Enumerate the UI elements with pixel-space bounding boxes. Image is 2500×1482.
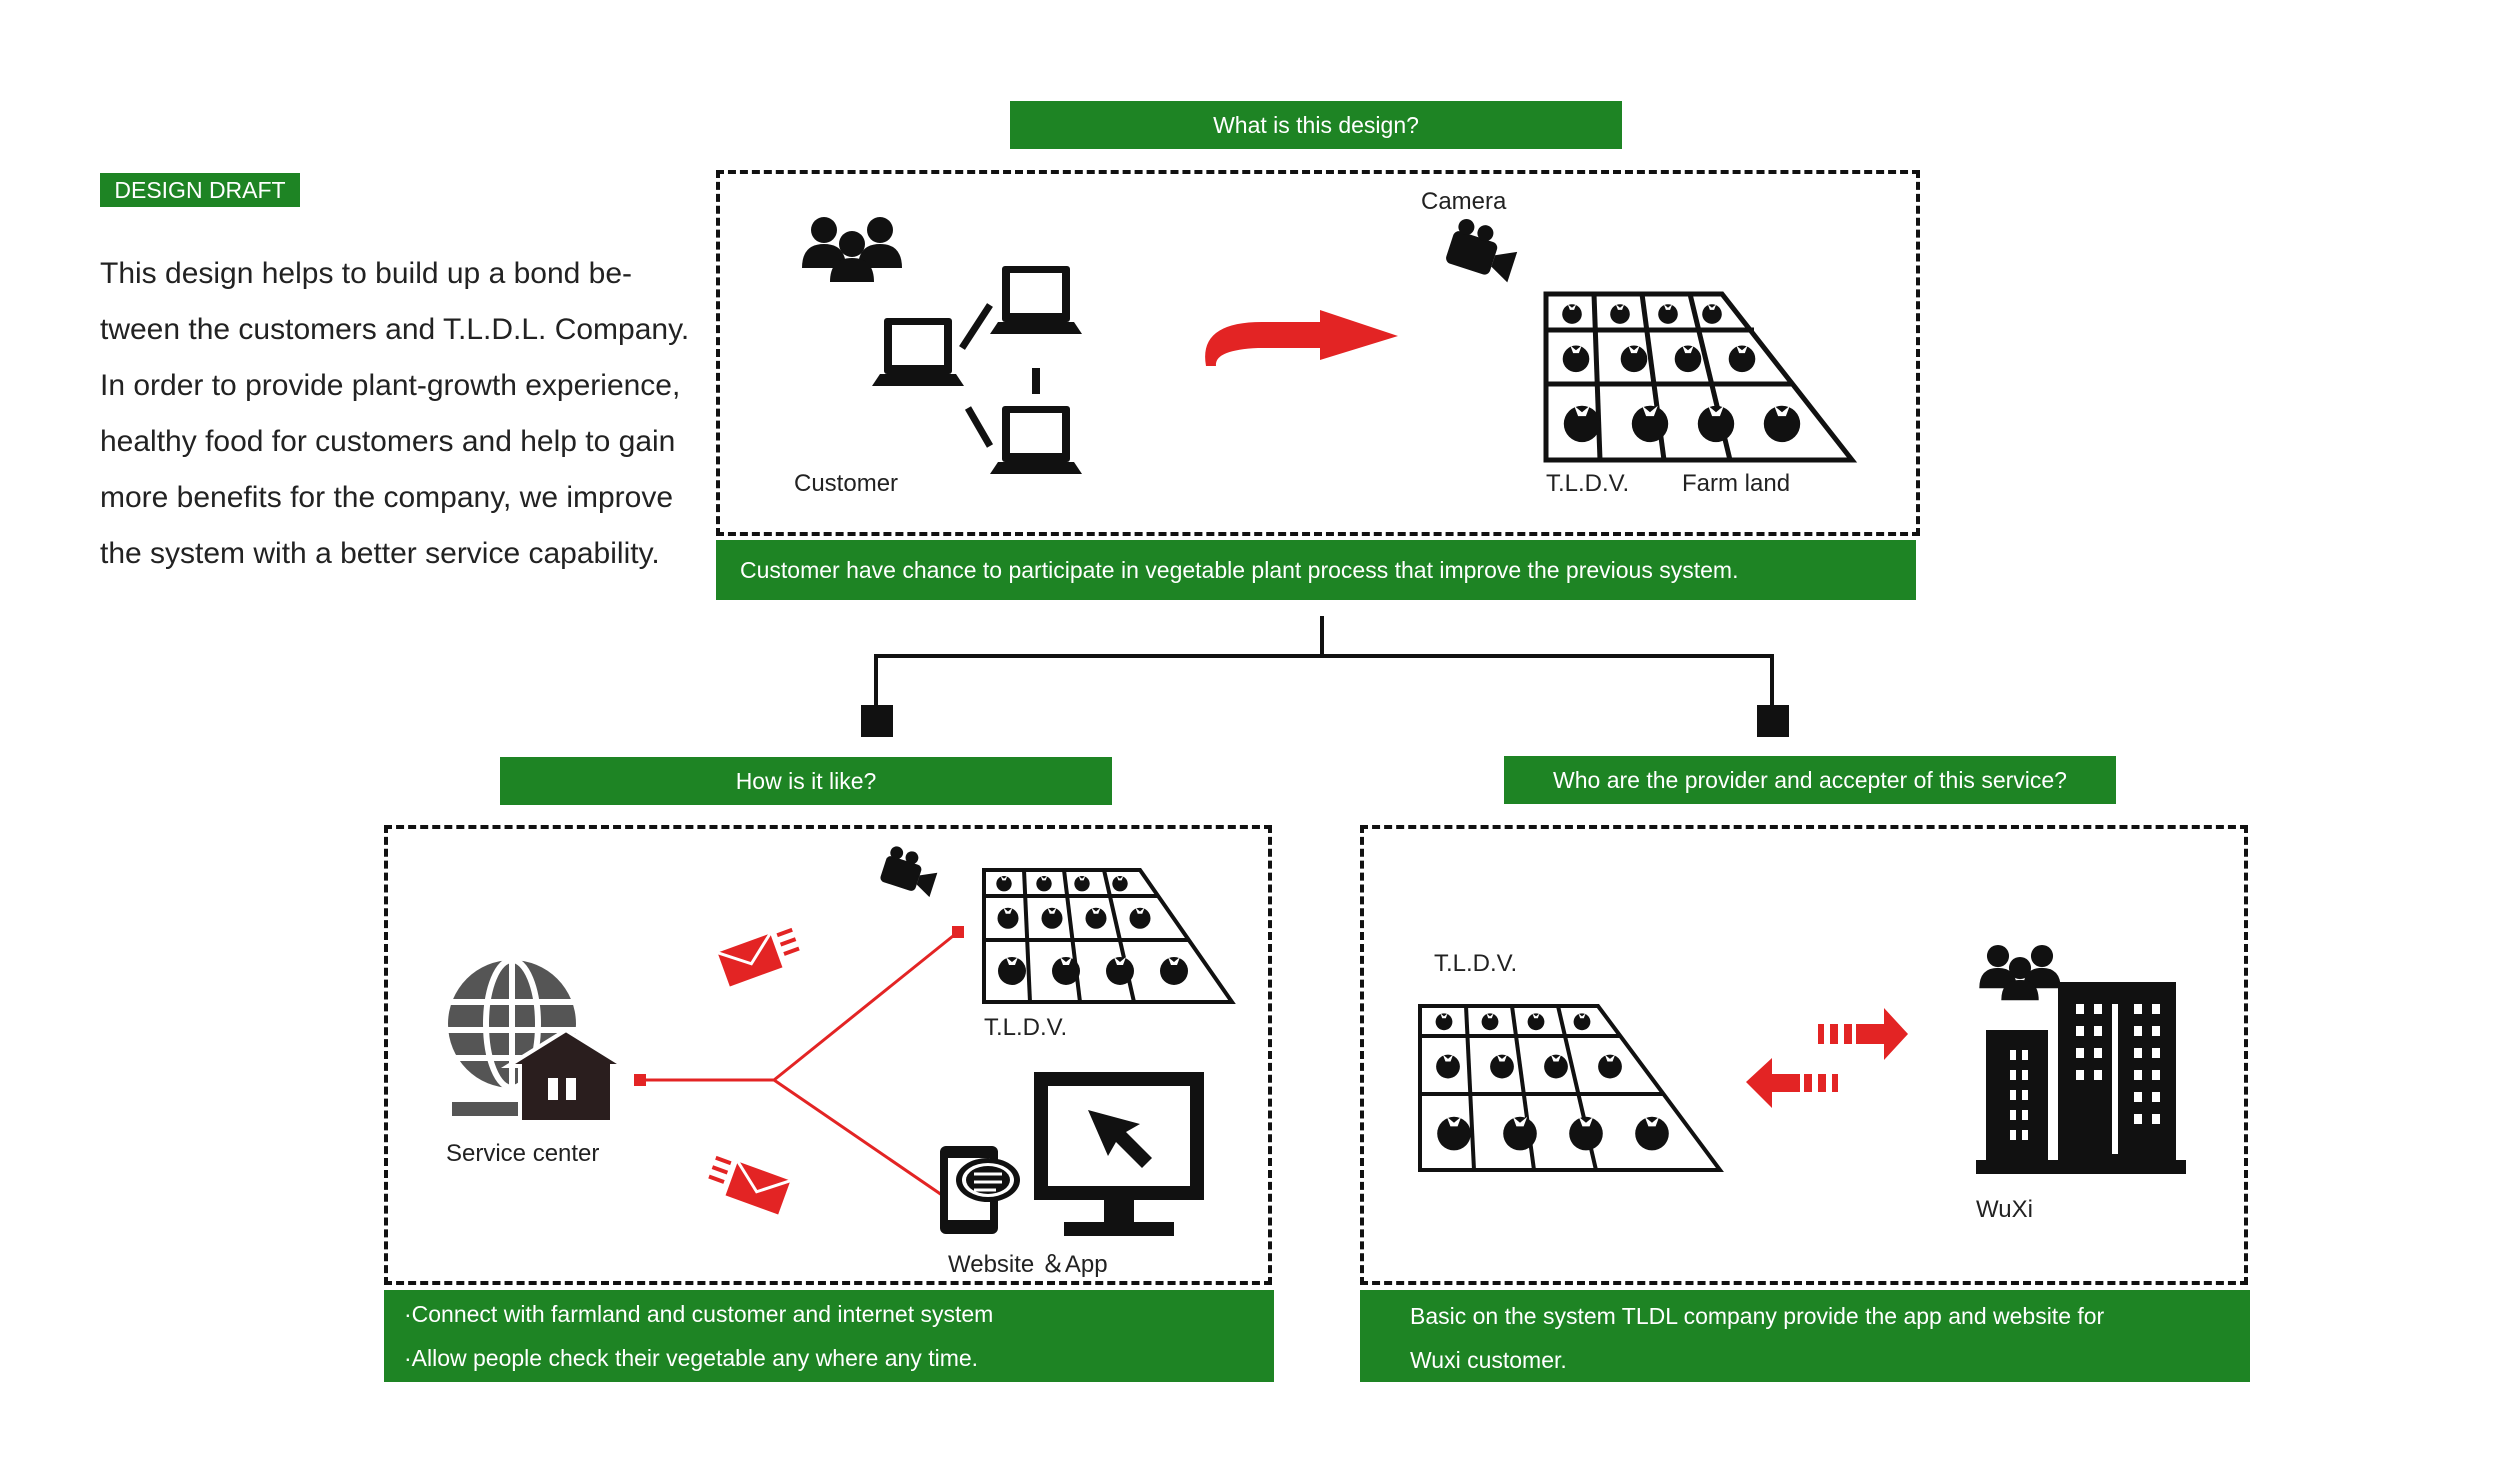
intro-line: tween the customers and T.L.D.L. Company…	[100, 313, 690, 346]
right-caption-line: Wuxi customer.	[1410, 1347, 1567, 1373]
customer-label: Customer	[794, 470, 899, 497]
wuxi-label: WuXi	[1976, 1196, 2033, 1223]
left-heading: How is it like?	[500, 757, 1112, 805]
intro-line: more benefits for the company, we improv…	[100, 481, 674, 514]
right-diagram-box	[1360, 825, 2248, 1285]
left-diagram-box	[384, 825, 1272, 1285]
website-app-label: Website ＆App	[948, 1251, 1108, 1278]
top-heading: What is this design?	[1010, 101, 1622, 149]
intro-line: the system with a better service capabil…	[100, 537, 660, 570]
design-draft-tag: DESIGN DRAFT	[100, 173, 300, 207]
left-caption-line: ·Allow people check their vegetable any …	[404, 1345, 979, 1371]
top-diagram-box	[716, 170, 1920, 536]
left-caption: ·Connect with farmland and customer and …	[384, 1290, 1274, 1382]
intro-line: healthy food for customers and help to g…	[100, 425, 676, 458]
farm-land-label: Farm land	[1682, 470, 1791, 497]
intro-line: In order to provide plant-growth experie…	[100, 369, 681, 402]
service-center-label: Service center	[446, 1140, 600, 1167]
right-heading: Who are the provider and accepter of thi…	[1504, 756, 2116, 804]
right-caption-line: Basic on the system TLDL company provide…	[1410, 1303, 2105, 1329]
tldv-label: T.L.D.V.	[1546, 470, 1630, 497]
intro-text: This design helps to build up a bond be-…	[100, 246, 720, 582]
right-caption: Basic on the system TLDL company provide…	[1360, 1290, 2250, 1382]
intro-line: This design helps to build up a bond be-	[100, 257, 633, 290]
left-caption-line: ·Connect with farmland and customer and …	[404, 1301, 994, 1327]
tldv-label: T.L.D.V.	[1434, 950, 1518, 977]
camera-label: Camera	[1421, 188, 1507, 215]
tldv-label: T.L.D.V.	[984, 1014, 1068, 1041]
top-caption: Customer have chance to participate in v…	[716, 540, 1916, 600]
